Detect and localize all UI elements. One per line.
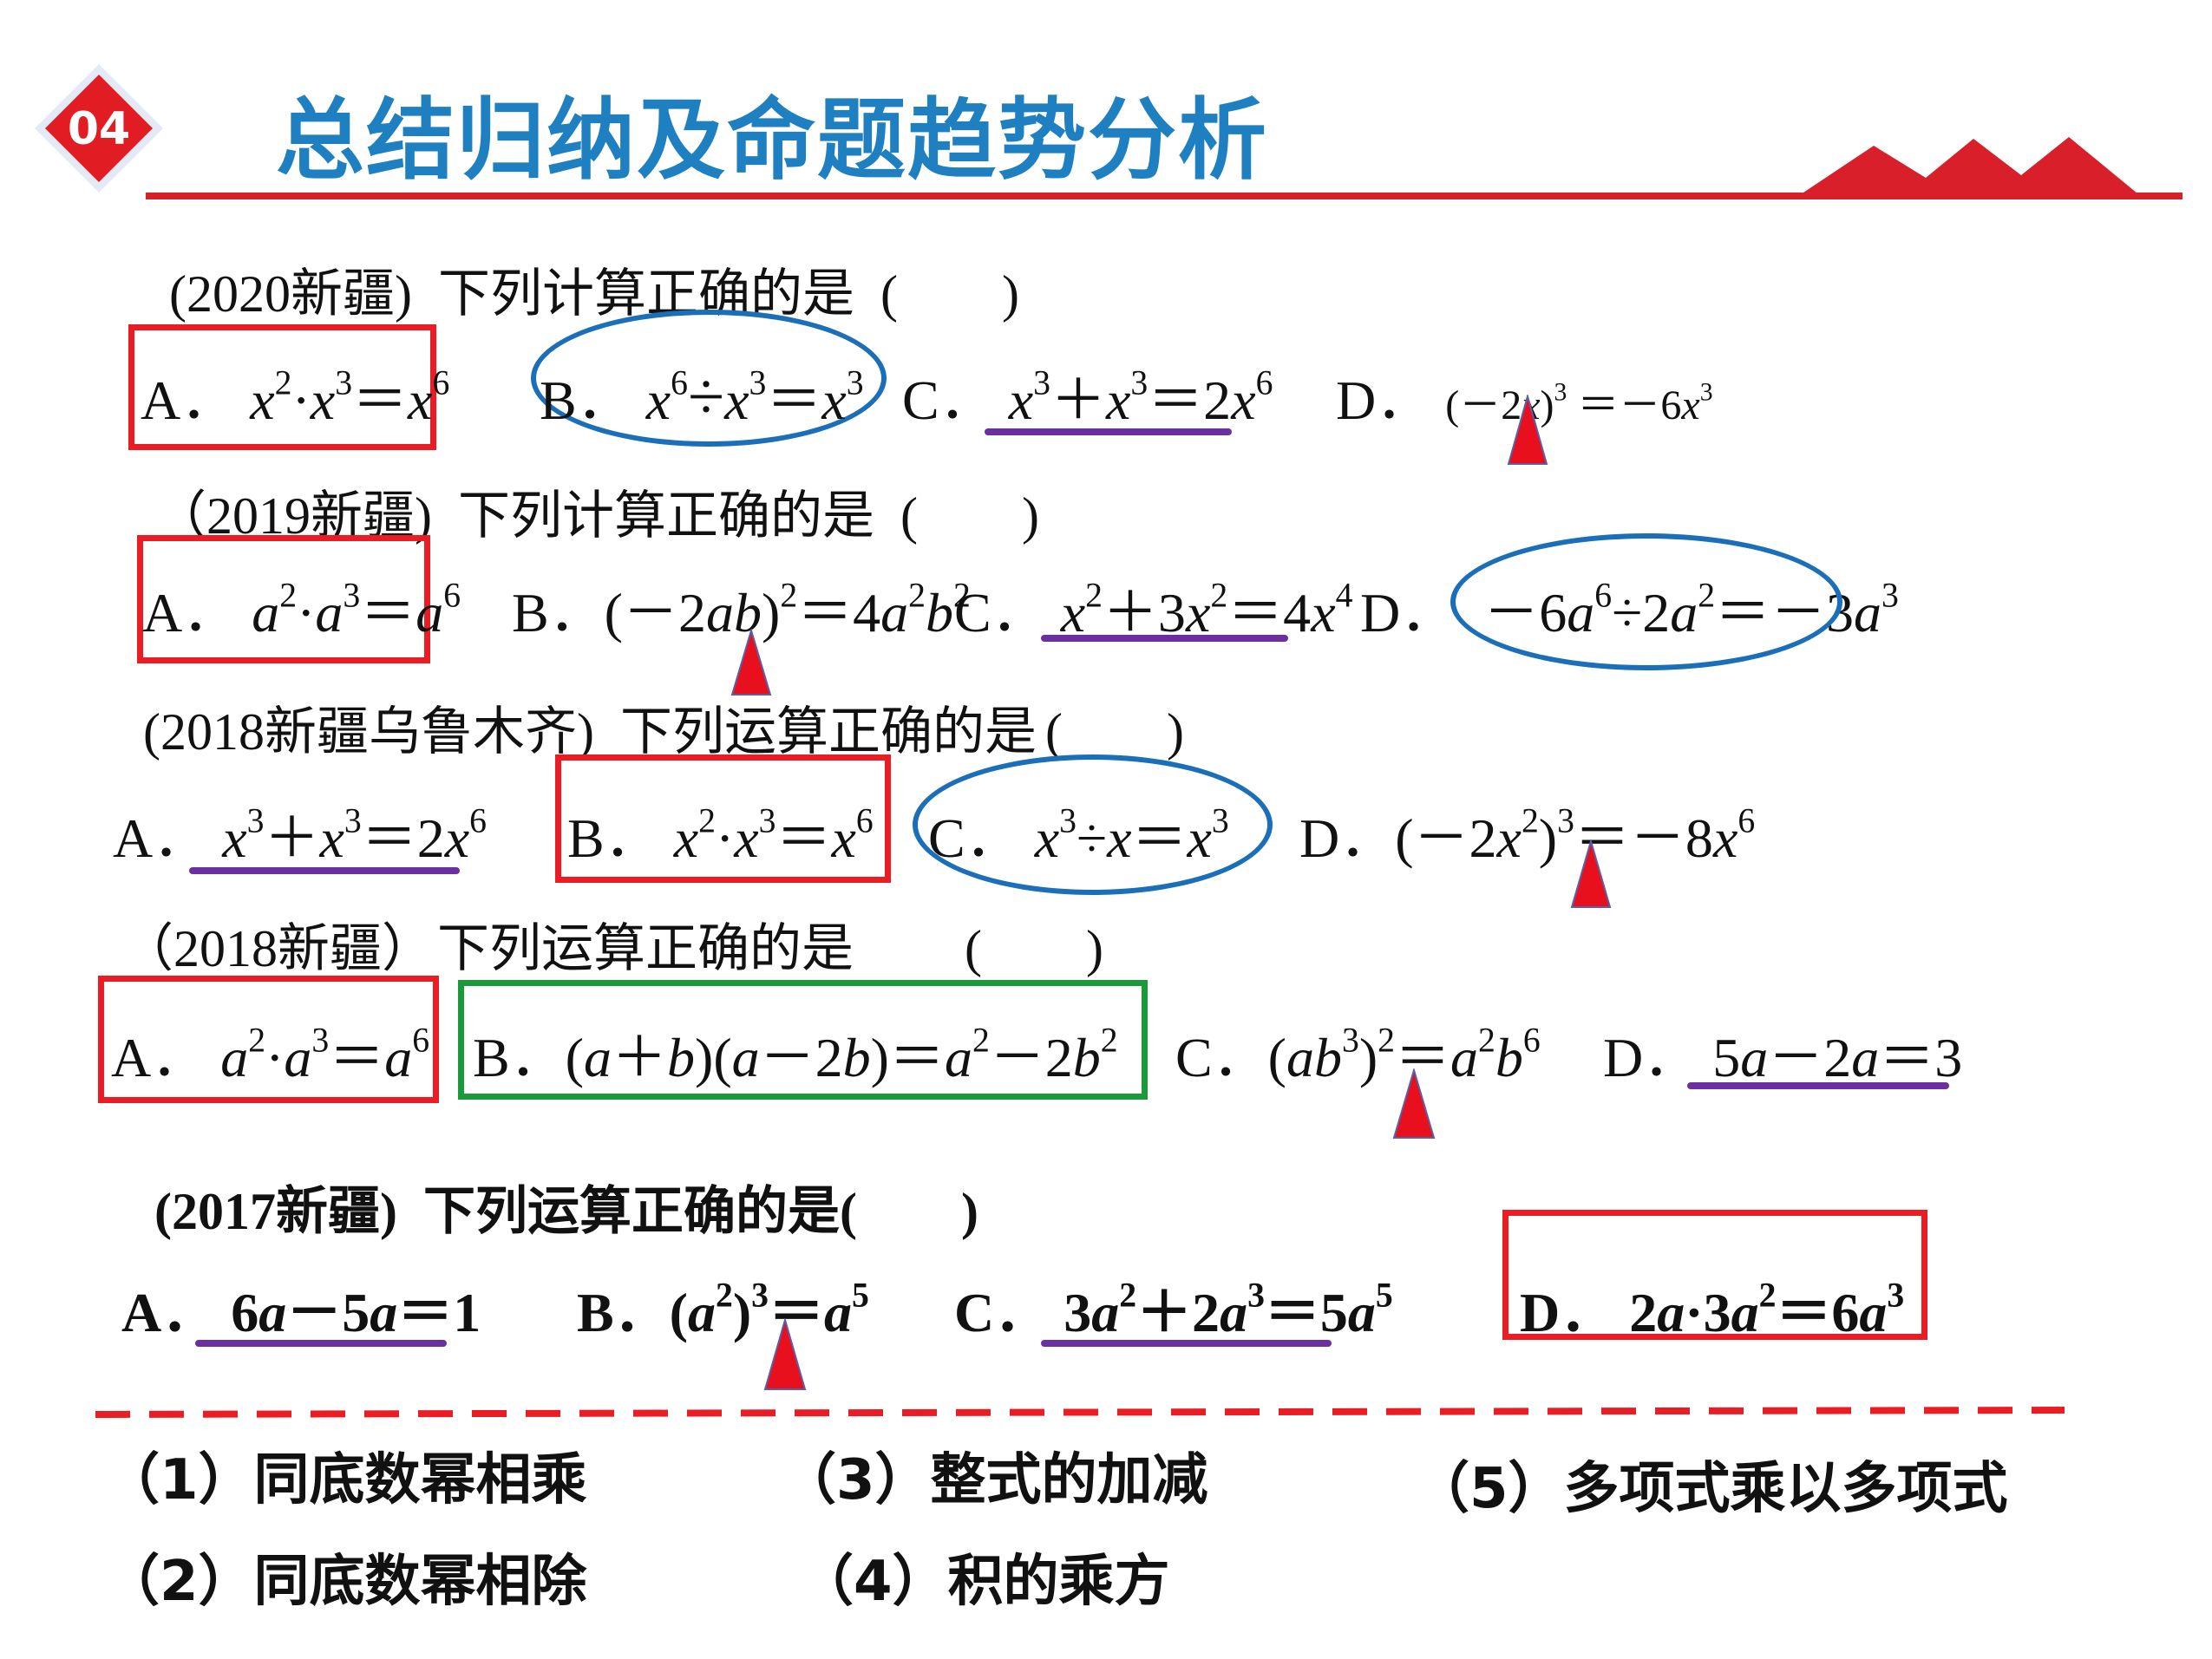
question-1-line: (2020新疆)下列计算正确的是( ) bbox=[169, 251, 1019, 327]
q3-option-d: D．(－2x2)3＝－8x6 bbox=[1299, 801, 1756, 869]
q3-option-a: A． x3＋x3＝2x6 bbox=[113, 801, 487, 869]
q2-option-b: B．(－2ab)2＝4a2b2 bbox=[512, 576, 971, 643]
mountain-decoration-icon bbox=[1796, 137, 2143, 198]
q2-option-c: C． x2＋3x2＝4x4 bbox=[954, 576, 1353, 643]
marker-triangle-q3-icon bbox=[1570, 839, 1612, 908]
ellipse-q1-b bbox=[531, 310, 887, 447]
q4-option-d: D． 5a－2a＝3 bbox=[1603, 1027, 1963, 1088]
marker-triangle-q5-icon bbox=[763, 1318, 807, 1390]
marker-triangle-q4-icon bbox=[1392, 1068, 1436, 1139]
q3-option-c: C． x3÷x＝x3 bbox=[928, 801, 1229, 869]
question-3-line: (2018新疆乌鲁木齐) 下列运算正确的是( ) bbox=[143, 689, 1184, 765]
q5-option-a: A． 6a－5a＝1 bbox=[121, 1282, 481, 1343]
q4-option-b: B．(a＋b)(a－2b)＝a2－2b2 bbox=[473, 1021, 1118, 1088]
q1-option-b: B． x6÷x3＝x3 bbox=[540, 360, 864, 434]
underline-q3-a bbox=[189, 867, 460, 874]
question-1-source: (2020新疆) bbox=[169, 265, 412, 323]
page-title: 总结归纳及命题趋势分析 bbox=[276, 89, 1268, 193]
underline-q2-c bbox=[1041, 635, 1288, 642]
q1-option-a: A． x2·x3＝x6 bbox=[141, 363, 450, 431]
summary-item-5: （5）多项式乘以多项式 bbox=[1414, 1457, 2008, 1521]
q1-option-c: C． x3＋x3＝2x6 bbox=[902, 363, 1273, 431]
q1-option-d: D． (－2x)3 ＝－6x3 bbox=[1336, 369, 1713, 431]
question-5-blank: ( ) bbox=[839, 1183, 978, 1240]
summary-item-1: （1）同底数幂相乘 bbox=[104, 1448, 587, 1512]
q4-option-a: A． a2·a3＝a6 bbox=[111, 1021, 430, 1088]
underline-q4-d bbox=[1687, 1082, 1949, 1089]
badge-number: 04 bbox=[68, 103, 130, 155]
answer-box-q1-a bbox=[128, 324, 436, 450]
q5-option-b: B．(a2)3＝a5 bbox=[577, 1276, 869, 1343]
q2-option-a: A． a2·a3＝a6 bbox=[142, 576, 461, 643]
question-3-stem: 下列运算正确的是 bbox=[619, 703, 1037, 761]
answer-box-q2-a bbox=[137, 535, 430, 663]
q3-option-b: B． x2·x3＝x6 bbox=[567, 801, 874, 869]
question-5-stem: 下列运算正确的是 bbox=[422, 1183, 840, 1240]
q5-option-c: C． 3a2＋2a3＝5a5 bbox=[954, 1276, 1393, 1343]
underline-q1-c bbox=[985, 428, 1232, 435]
highlight-box-q4-b bbox=[458, 980, 1148, 1100]
question-5-line: (2017新疆) 下列运算正确的是( ) bbox=[154, 1169, 978, 1244]
question-5-source: (2017新疆) bbox=[154, 1183, 397, 1240]
q5-option-d: D． 2a·3a2＝6a3 bbox=[1520, 1276, 1905, 1343]
summary-item-4: （4）积的乘方 bbox=[798, 1550, 1170, 1614]
answer-box-q4-a bbox=[98, 976, 439, 1103]
question-3-blank: ( ) bbox=[1044, 703, 1184, 761]
question-4-blank: ( ) bbox=[965, 920, 1103, 977]
question-4-stem: 下列运算正确的是 bbox=[437, 920, 854, 977]
question-4-source: （2018新疆） bbox=[121, 920, 434, 977]
section-badge: 04 bbox=[35, 64, 163, 193]
underline-q5-a bbox=[195, 1340, 447, 1347]
question-4-line: （2018新疆）下列运算正确的是 ( ) bbox=[121, 906, 1103, 982]
marker-triangle-q1-icon bbox=[1507, 395, 1548, 465]
dashed-divider bbox=[95, 1407, 2065, 1418]
question-2-blank: ( ) bbox=[900, 487, 1039, 545]
summary-item-2: （2）同底数幂相除 bbox=[104, 1550, 587, 1614]
summary-item-3: （3）整式的加减 bbox=[781, 1448, 1208, 1512]
marker-triangle-q2-icon bbox=[730, 629, 772, 696]
answer-box-q5-d bbox=[1502, 1210, 1927, 1340]
ellipse-q2-d bbox=[1450, 533, 1842, 670]
ellipse-q3-c bbox=[913, 754, 1273, 895]
underline-q5-c bbox=[1041, 1340, 1332, 1347]
header-divider bbox=[146, 193, 2183, 199]
q4-option-c: C．(ab3)2＝a2b6 bbox=[1175, 1021, 1541, 1088]
question-2-stem: 下列计算正确的是 bbox=[457, 487, 874, 545]
question-1-blank: ( ) bbox=[880, 265, 1019, 323]
answer-box-q3-b bbox=[555, 754, 891, 883]
question-3-source: (2018新疆乌鲁木齐) bbox=[143, 703, 594, 761]
